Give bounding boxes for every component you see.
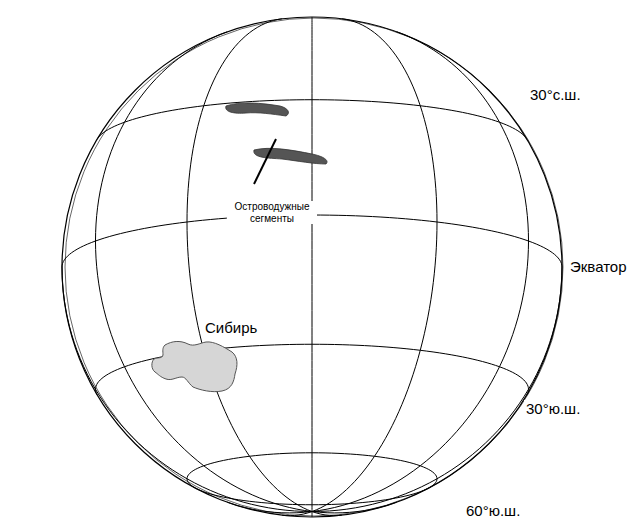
graticule-line (62, 267, 312, 512)
region-shape: Сибирь (148, 319, 266, 395)
graticule-line (312, 502, 397, 513)
graticule-line (97, 100, 527, 139)
graticule-line (312, 267, 562, 512)
globe-outline (62, 17, 562, 517)
region-name: Сибирь (203, 319, 259, 336)
parallel-60s (187, 453, 437, 505)
region-label: Островодужные сегменты (227, 201, 317, 224)
graticule-line (187, 19, 312, 512)
latitude-label: 30°с.ш. (528, 86, 583, 103)
graticule-line (312, 17, 313, 512)
graticule (62, 17, 563, 517)
graticule-line (95, 32, 312, 512)
graticule-line (312, 32, 529, 512)
siberia-outline (152, 341, 237, 391)
fault-line (254, 139, 276, 184)
globe-outline (65, 18, 563, 516)
latitude-label: Экватор (568, 258, 629, 275)
latitude-label: 30°ю.ш. (524, 400, 582, 417)
graticule-line (312, 19, 437, 512)
island-arc-segment (226, 103, 289, 116)
latitude-label: 60°ю.ш. (464, 502, 522, 519)
